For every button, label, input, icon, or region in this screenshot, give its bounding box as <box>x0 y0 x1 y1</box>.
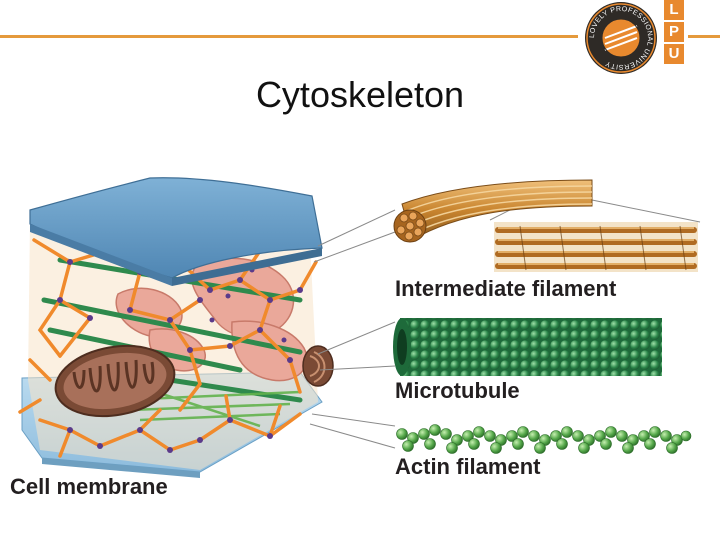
label-cell-membrane: Cell membrane <box>10 474 168 499</box>
lpu-logo: L P U <box>664 0 686 66</box>
university-seal-icon: LOVELY PROFESSIONAL UNIVERSITY <box>585 2 657 74</box>
cytoskeleton-diagram <box>18 177 701 478</box>
microtubule-illustration <box>393 318 662 376</box>
label-actin-filament: Actin filament <box>395 454 541 479</box>
label-microtubule: Microtubule <box>395 378 520 403</box>
filament-cross-section <box>393 209 427 243</box>
logo-letter-l: L <box>664 0 684 20</box>
mitochondrion-icon <box>302 345 334 387</box>
label-intermediate-filament: Intermediate filament <box>395 276 617 301</box>
header-rule <box>0 35 578 38</box>
cell-membrane-top <box>29 177 323 286</box>
cell-actin <box>119 388 301 428</box>
mitochondrion-icon <box>54 344 176 418</box>
intermediate-filament-magnified <box>494 222 698 272</box>
page-title: Cytoskeleton <box>255 74 465 115</box>
logo-letter-u: U <box>664 44 684 64</box>
actin-filament-illustration <box>396 424 692 454</box>
header-rule-right <box>688 35 720 38</box>
logo-letter-p: P <box>664 22 684 42</box>
intermediate-filament-bundle <box>393 179 698 272</box>
